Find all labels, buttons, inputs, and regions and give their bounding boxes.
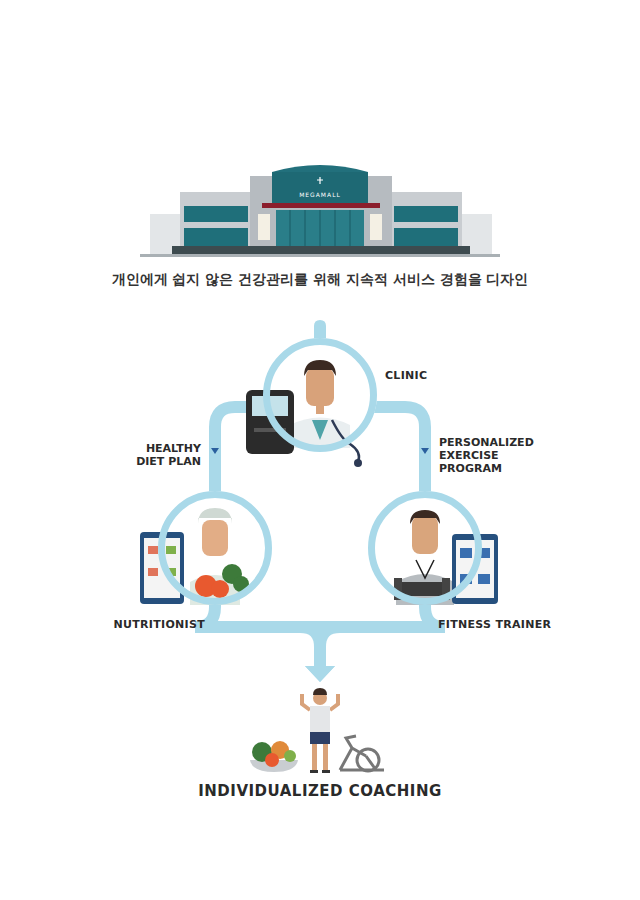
circle-outline [263,338,377,452]
edge-label: HEALTHY DIET PLAN [121,442,201,468]
edge-label: PERSONALIZED EXERCISE PROGRAM [439,436,549,475]
role-label: INDIVIDUALIZED COACHING [198,782,442,800]
role-circle: CLINIC [263,338,377,452]
coaching-figure [250,688,384,773]
flow-band [300,601,445,682]
coaching-group: INDIVIDUALIZED COACHING [180,684,460,809]
role-circle: FITNESS TRAINER [368,491,482,605]
trainer-figure [394,510,498,605]
role-circle: NUTRITIONIST [158,491,272,605]
role-label: CLINIC [385,369,427,382]
building-sign: MEGAMALL [270,191,370,198]
nutritionist-figure [140,508,249,605]
role-label: FITNESS TRAINER [438,618,551,631]
circle-outline [368,491,482,605]
flow-band [372,407,429,495]
doctor-figure [246,360,362,467]
circle-outline [158,491,272,605]
role-label: NUTRITIONIST [114,618,205,631]
mall-building [140,165,500,257]
title: 개인에게 쉽지 않은 건강관리를 위해 지속적 서비스 경험을 디자인 [0,270,640,289]
